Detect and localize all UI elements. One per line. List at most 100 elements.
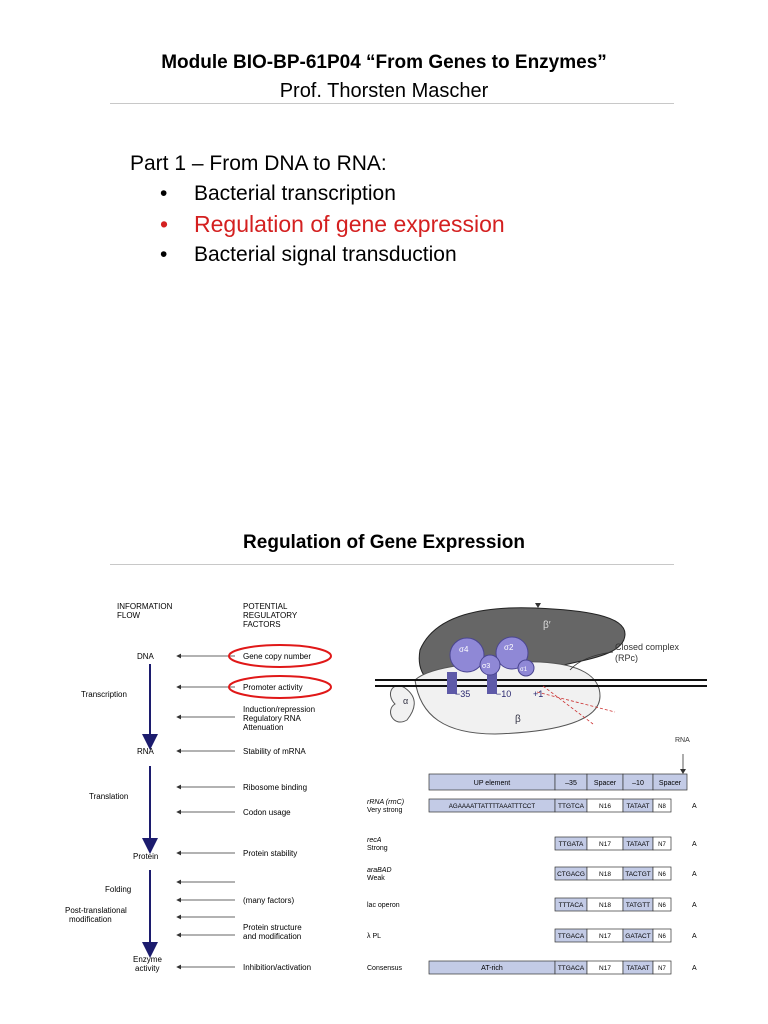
col1-header: INFORMATION — [117, 602, 173, 611]
minus10-seq: TATGTT — [626, 902, 650, 909]
promoter-name: rRNA (rrnC) — [367, 799, 404, 806]
start-base: A — [692, 933, 697, 940]
minus10-seq: TATAAT — [627, 841, 650, 848]
start-base: A — [692, 841, 697, 848]
col2-header: FACTORS — [243, 620, 281, 629]
promoter-strength: Strong — [367, 845, 388, 852]
factor: Induction/repression — [243, 705, 315, 714]
header-spacer2: Spacer — [659, 780, 682, 787]
factor: Gene copy number — [243, 652, 311, 661]
spacer2-box — [652, 897, 672, 912]
start-base: A — [692, 902, 697, 909]
promoter-name: araBAD — [367, 867, 392, 874]
bullet-label: Regulation of gene expression — [194, 211, 505, 237]
process-ptm: modification — [69, 915, 112, 924]
bullet-item: •Bacterial transcription — [160, 182, 396, 205]
spacer2-box — [652, 866, 672, 881]
sigma1-label: σ1 — [520, 667, 528, 673]
highlight-circle — [228, 644, 332, 668]
minus35-seq: CTGACG — [557, 871, 585, 878]
up-element-seq: AT-rich — [481, 965, 503, 972]
spacer2-box — [652, 960, 672, 975]
factor: Codon usage — [243, 808, 291, 817]
stage-enzyme: Enzyme — [133, 955, 162, 964]
minus35-seq: TTTACA — [559, 902, 584, 909]
highlight-circle — [228, 675, 332, 699]
beta-prime-label: β′ — [543, 620, 551, 631]
process-ptm: Post-translational — [65, 906, 127, 915]
page-subtitle: Prof. Thorsten Mascher — [279, 80, 489, 102]
section-title: Regulation of Gene Expression — [243, 532, 525, 553]
sigma3-label: σ3 — [482, 663, 490, 670]
factor: Regulatory RNA — [243, 714, 301, 723]
process-folding: Folding — [105, 885, 131, 894]
sigma2-label: σ2 — [504, 643, 514, 652]
promoter-name: recA — [367, 837, 382, 844]
sigma4-label: σ4 — [459, 645, 469, 654]
promoter-name: λ PL — [367, 933, 381, 940]
plus1-label: +1 — [533, 689, 543, 699]
divider — [110, 103, 674, 104]
stage-protein: Protein — [133, 852, 158, 861]
spacer-length: N18 — [599, 902, 611, 909]
header-spacer: Spacer — [594, 780, 617, 787]
process-translation: Translation — [89, 792, 128, 801]
spacer-length: N16 — [599, 803, 611, 810]
rna-start-label: RNA — [675, 737, 690, 744]
spacer2-box — [652, 798, 672, 813]
minus35-seq: TTGATA — [559, 841, 584, 848]
factor: Promoter activity — [243, 683, 303, 692]
spacer2-length: N7 — [658, 966, 666, 972]
promoter-strength: Weak — [367, 875, 385, 882]
factor: and modification — [243, 932, 301, 941]
bullet-label: Bacterial signal transduction — [194, 243, 457, 266]
spacer-length: N17 — [599, 965, 611, 972]
col2-header: POTENTIAL — [243, 602, 288, 611]
minus10-seq: GATACT — [625, 933, 650, 940]
page-title: Module BIO-BP-61P04 “From Genes to Enzym… — [161, 52, 607, 73]
minus35-seq: TTGACA — [558, 965, 585, 972]
col1-header: FLOW — [117, 611, 141, 620]
header-up: UP element — [474, 780, 511, 787]
start-base: A — [692, 803, 697, 810]
minus35-seq: TTGACA — [558, 933, 585, 940]
header-35: –35 — [565, 780, 577, 787]
bullet-label: Bacterial transcription — [194, 182, 396, 205]
alpha-label: α — [403, 696, 408, 706]
closed-complex-label: (RPc) — [615, 653, 638, 663]
promoter-table-figure: start UP element –35 Spacer –10 Spacer A… — [367, 750, 697, 975]
spacer2-length: N6 — [658, 934, 666, 940]
header-10: –10 — [632, 780, 644, 787]
col2-header: REGULATORY — [243, 611, 298, 620]
stage-activity: activity — [135, 964, 159, 973]
factor: (many factors) — [243, 896, 294, 905]
part-label: Part 1 – From DNA to RNA: — [130, 152, 387, 175]
spacer-length: N17 — [599, 841, 611, 848]
divider — [110, 564, 674, 565]
promoter-name: Consensus — [367, 965, 403, 972]
start-base: A — [692, 965, 697, 972]
promoter-strength: Very strong — [367, 807, 403, 814]
stage-dna: DNA — [137, 652, 155, 661]
promoter-name: lac operon — [367, 902, 400, 909]
omega-label: ω — [409, 650, 416, 660]
spacer2-length: N6 — [658, 872, 666, 878]
factor: Ribosome binding — [243, 783, 307, 792]
minus10-seq: TACTGT — [625, 871, 651, 878]
closed-complex-label: Closed complex — [615, 642, 680, 652]
factor: Protein stability — [243, 849, 297, 858]
factor: Inhibition/activation — [243, 963, 311, 972]
stage-rna: RNA — [137, 747, 155, 756]
bullet-item: •Bacterial signal transduction — [160, 243, 457, 266]
spacer-length: N18 — [599, 871, 611, 878]
minus35-label: −35 — [455, 689, 470, 699]
start-base: A — [692, 871, 697, 878]
minus10-seq: TATAAT — [627, 803, 650, 810]
minus35-seq: TTGTCA — [558, 803, 585, 810]
minus10-label: −10 — [496, 689, 511, 699]
bullet-item-highlighted: •Regulation of gene expression — [160, 211, 505, 237]
spacer-length: N17 — [599, 933, 611, 940]
information-flow-figure: INFORMATION FLOW POTENTIAL REGULATORY FA… — [65, 602, 332, 973]
factor: Protein structure — [243, 923, 302, 932]
process-transcription: Transcription — [81, 690, 127, 699]
